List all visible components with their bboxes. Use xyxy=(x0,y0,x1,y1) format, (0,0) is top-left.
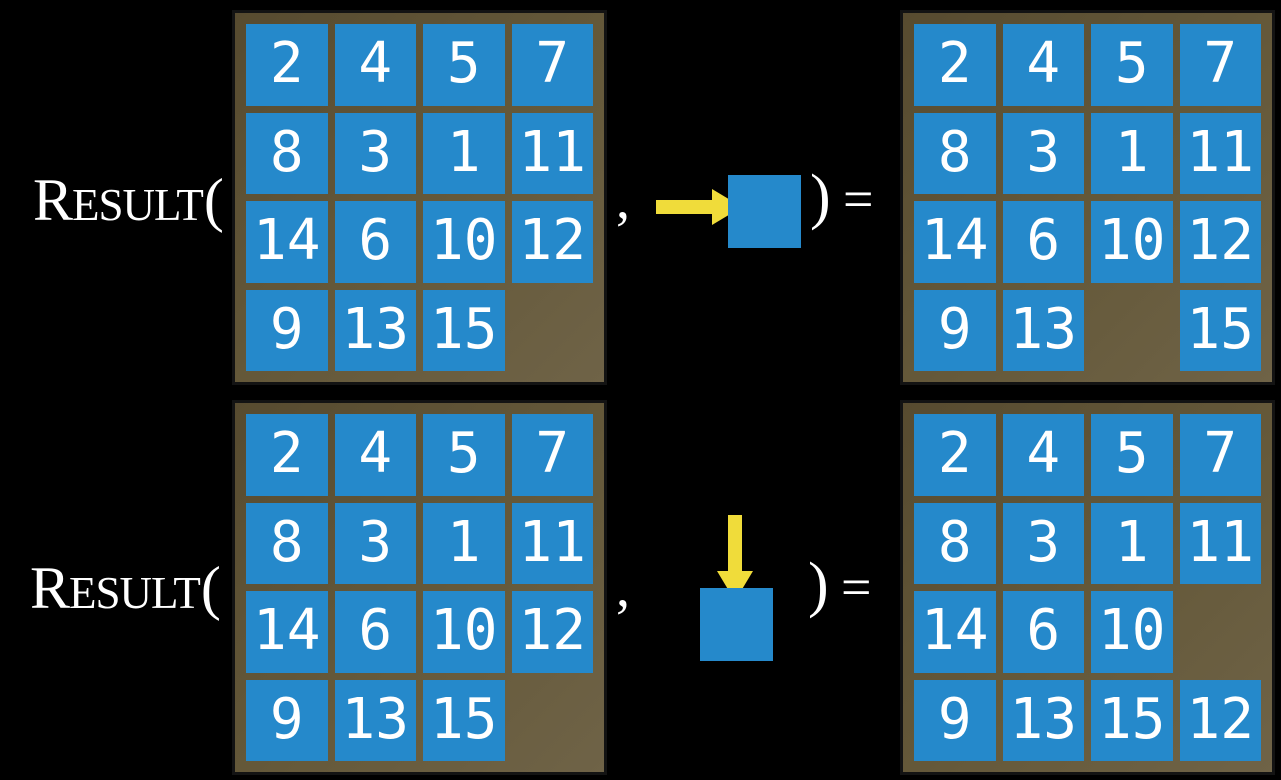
tile-14: 14 xyxy=(914,591,996,673)
tile-15: 15 xyxy=(1091,679,1173,761)
tile-6: 6 xyxy=(334,201,416,283)
tile-6: 6 xyxy=(1002,591,1084,673)
tile-15: 15 xyxy=(423,679,505,761)
tile-7: 7 xyxy=(511,414,593,496)
tile-5: 5 xyxy=(1091,414,1173,496)
result-function-label: RESULT( xyxy=(33,170,224,230)
tile-6: 6 xyxy=(334,591,416,673)
equals-sign: = xyxy=(841,557,872,617)
tile-5: 5 xyxy=(1091,24,1173,106)
moved-tile-square-2 xyxy=(700,588,773,661)
tile-10: 10 xyxy=(1091,201,1173,283)
tile-5: 5 xyxy=(423,24,505,106)
tile-10: 10 xyxy=(1091,591,1173,673)
tile-1: 1 xyxy=(423,112,505,194)
empty-cell xyxy=(512,680,594,762)
tile-12: 12 xyxy=(1179,201,1261,283)
tile-13: 13 xyxy=(1002,289,1084,371)
close-paren: ) xyxy=(808,551,829,619)
function-name-lead: R xyxy=(33,167,73,233)
tile-11: 11 xyxy=(1179,502,1261,584)
result-function-label: RESULT( xyxy=(30,558,221,618)
tile-5: 5 xyxy=(423,414,505,496)
moved-tile-square-1 xyxy=(728,175,801,248)
tile-9: 9 xyxy=(914,289,996,371)
right-arrow-icon xyxy=(656,189,742,225)
comma-separator: , xyxy=(616,169,630,231)
down-arrow-icon xyxy=(717,515,753,601)
tile-8: 8 xyxy=(246,502,328,584)
tile-3: 3 xyxy=(334,112,416,194)
tile-6: 6 xyxy=(1002,201,1084,283)
tile-3: 3 xyxy=(1002,112,1084,194)
tile-11: 11 xyxy=(511,112,593,194)
tile-15: 15 xyxy=(423,289,505,371)
tile-13: 13 xyxy=(1002,679,1084,761)
tile-3: 3 xyxy=(1002,502,1084,584)
empty-cell xyxy=(1180,591,1262,673)
tile-13: 13 xyxy=(334,679,416,761)
tile-11: 11 xyxy=(511,502,593,584)
tile-14: 14 xyxy=(246,591,328,673)
equals-sign: = xyxy=(843,169,874,229)
tile-3: 3 xyxy=(334,502,416,584)
tile-2: 2 xyxy=(914,24,996,106)
comma-separator: , xyxy=(616,557,630,619)
tile-1: 1 xyxy=(1091,502,1173,584)
tile-4: 4 xyxy=(334,24,416,106)
tile-8: 8 xyxy=(914,502,996,584)
tile-1: 1 xyxy=(423,502,505,584)
tile-8: 8 xyxy=(246,112,328,194)
tile-4: 4 xyxy=(1002,24,1084,106)
tile-9: 9 xyxy=(914,679,996,761)
tile-10: 10 xyxy=(423,201,505,283)
tile-9: 9 xyxy=(246,289,328,371)
tile-7: 7 xyxy=(511,24,593,106)
tile-14: 14 xyxy=(246,201,328,283)
tile-4: 4 xyxy=(1002,414,1084,496)
tile-8: 8 xyxy=(914,112,996,194)
tile-14: 14 xyxy=(914,201,996,283)
function-name-rest: ESULT xyxy=(72,180,204,230)
tile-7: 7 xyxy=(1179,24,1261,106)
open-paren: ( xyxy=(203,167,224,233)
function-name-lead: R xyxy=(30,555,70,621)
function-name-rest: ESULT xyxy=(69,568,201,618)
tile-12: 12 xyxy=(1179,679,1261,761)
tile-2: 2 xyxy=(246,24,328,106)
tile-11: 11 xyxy=(1179,112,1261,194)
tile-10: 10 xyxy=(423,591,505,673)
tile-12: 12 xyxy=(511,201,593,283)
open-paren: ( xyxy=(200,555,221,621)
close-paren: ) xyxy=(810,163,831,231)
tile-13: 13 xyxy=(334,289,416,371)
tile-2: 2 xyxy=(914,414,996,496)
tile-12: 12 xyxy=(511,591,593,673)
tile-1: 1 xyxy=(1091,112,1173,194)
tile-7: 7 xyxy=(1179,414,1261,496)
tile-2: 2 xyxy=(246,414,328,496)
tile-4: 4 xyxy=(334,414,416,496)
tile-9: 9 xyxy=(246,679,328,761)
tile-15: 15 xyxy=(1179,289,1261,371)
